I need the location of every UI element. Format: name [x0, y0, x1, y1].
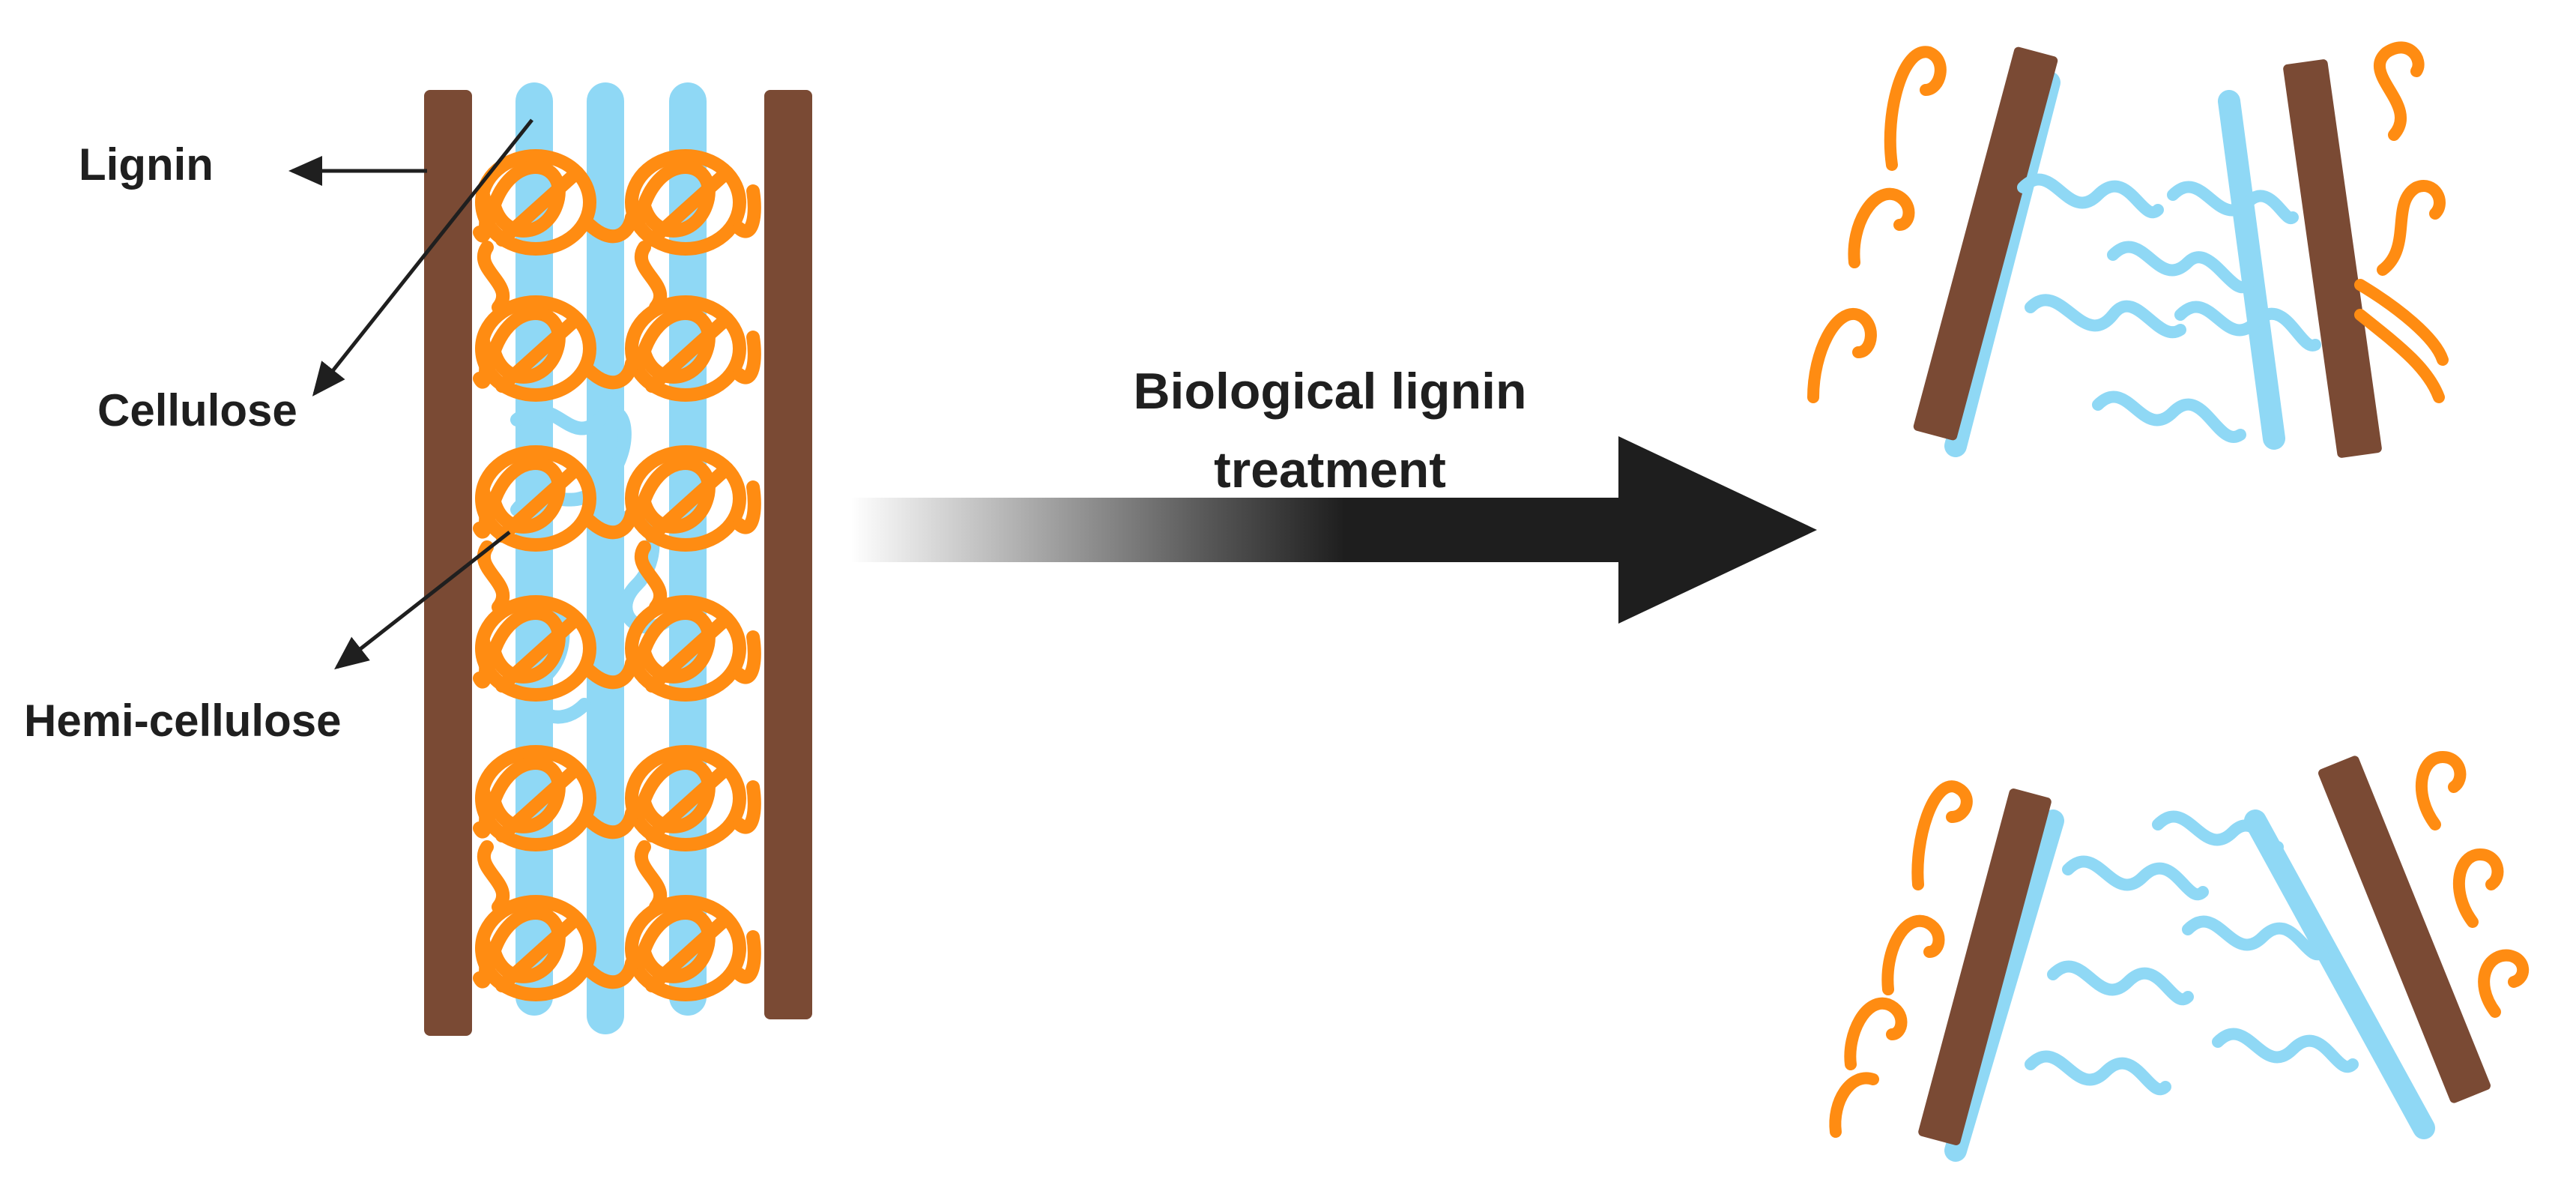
orange-coil-network [473, 149, 761, 1001]
disrupted-cell-wall-top [1807, 41, 2449, 458]
lignin-label: Lignin [79, 139, 214, 190]
intact-cell-wall [424, 82, 812, 1036]
lignin-fragments-bottom [1829, 751, 2530, 1138]
disrupted-cell-wall-bottom [1829, 751, 2530, 1162]
released-hemicellulose-top [2017, 173, 2321, 443]
lignin-fragments-top [1807, 41, 2449, 403]
lignin-bars-top [1913, 46, 2382, 458]
lignin-walls [424, 90, 812, 1036]
process-arrow [850, 436, 1817, 624]
released-hemicellulose-bottom [2025, 810, 2359, 1095]
cellulose-pointer [312, 118, 533, 397]
process-label-line2: treatment [1214, 441, 1446, 498]
hemicellulose-pointer [334, 531, 511, 670]
lignin-bars-bottom [1918, 756, 2491, 1145]
annotation-arrows [288, 118, 533, 670]
cellulose-label: Cellulose [97, 385, 297, 435]
process-label-line1: Biological lignin [1133, 363, 1526, 420]
hemicellulose-label: Hemi-cellulose [24, 696, 342, 746]
